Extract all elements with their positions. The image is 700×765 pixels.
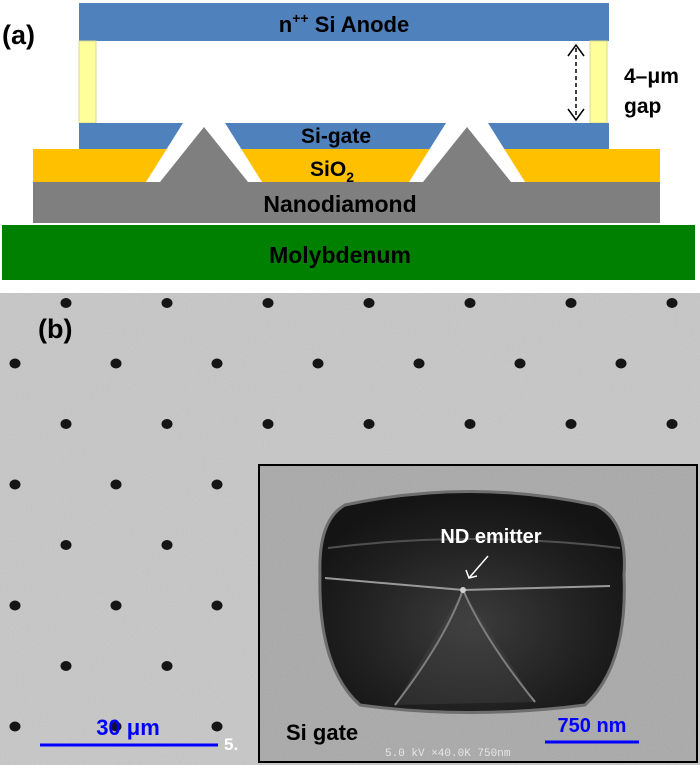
sem-hole xyxy=(464,298,476,308)
emitter-cavities xyxy=(146,123,525,182)
substrate-layer xyxy=(2,225,695,280)
sem-hole xyxy=(110,721,122,732)
sem-hole xyxy=(211,358,223,369)
main-scale-text: 30 μm xyxy=(96,715,160,740)
sem-hole xyxy=(9,479,21,490)
sem-hole xyxy=(363,298,375,308)
sem-hole xyxy=(110,358,122,369)
sem-hole xyxy=(60,419,72,429)
sem-hole xyxy=(666,419,678,429)
sem-hole xyxy=(60,661,72,671)
sem-hole xyxy=(60,298,72,308)
sem-hole xyxy=(9,358,21,369)
sem-hole xyxy=(413,358,425,369)
nanodiamond-text: Nanodiamond xyxy=(263,191,416,217)
panel-b-label: (b) xyxy=(38,314,72,344)
gate-text: Si-gate xyxy=(301,125,371,148)
anode-layer xyxy=(79,3,609,41)
inset-gate-label: Si gate xyxy=(286,720,358,745)
emitter-tip xyxy=(460,587,466,593)
sem-hole xyxy=(514,358,526,369)
gap-region xyxy=(79,41,609,123)
sem-info-text: 5.0 kV ×40.0K 750nm xyxy=(385,748,511,760)
sem-hole xyxy=(363,419,375,429)
sem-hole xyxy=(262,419,274,429)
sem-hole xyxy=(60,540,72,550)
sem-hole xyxy=(161,419,173,429)
sem-hole xyxy=(161,661,173,671)
sem-hole xyxy=(110,600,122,611)
gap-arrow xyxy=(567,43,585,122)
tip-right xyxy=(423,127,511,182)
oxide-text: SiO2 xyxy=(310,158,354,185)
sem-hole xyxy=(211,479,223,490)
nanodiamond-layer xyxy=(33,182,660,223)
right-spacer xyxy=(589,40,608,124)
sem-hole xyxy=(161,298,173,308)
tip-left xyxy=(160,127,248,182)
inset: ND emitter Si gate 750 nm 5.0 kV ×40.0K … xyxy=(258,464,698,763)
oxide-layer xyxy=(33,149,660,182)
sem-hole xyxy=(615,358,627,369)
anode-text: n++ Si Anode xyxy=(279,10,409,37)
sem-hole xyxy=(565,419,577,429)
emitter-arrow xyxy=(465,555,489,579)
sem-hole xyxy=(262,298,274,308)
inset-scale-text: 750 nm xyxy=(558,715,627,737)
emitter-label: ND emitter xyxy=(440,526,541,548)
sem-hole xyxy=(110,479,122,490)
left-spacer xyxy=(78,40,97,124)
sem-hole xyxy=(464,419,476,429)
gap-label-line2: gap xyxy=(624,95,661,118)
emitter-pit xyxy=(318,490,626,714)
sem-hole xyxy=(565,298,577,308)
edge-text: 5. xyxy=(224,735,238,754)
gap-label-line1: 4–μm xyxy=(624,65,679,88)
sem-hole xyxy=(666,298,678,308)
gate-layer xyxy=(79,123,609,149)
hole-array xyxy=(9,298,678,732)
sem-hole xyxy=(9,721,21,732)
panel-a-label: (a) xyxy=(2,20,35,50)
sem-hole xyxy=(9,600,21,611)
sem-hole xyxy=(211,721,223,732)
sem-hole xyxy=(312,358,324,369)
nd-emitter-cone xyxy=(324,577,611,706)
substrate-text: Molybdenum xyxy=(269,242,411,268)
sem-hole xyxy=(161,540,173,550)
panel-a: (a) n++ Si Anode 4–μm gap Si-gate xyxy=(2,3,695,280)
panel-b: (b) 30 μm 5. ND emitter xyxy=(0,293,700,765)
sem-hole xyxy=(211,600,223,611)
